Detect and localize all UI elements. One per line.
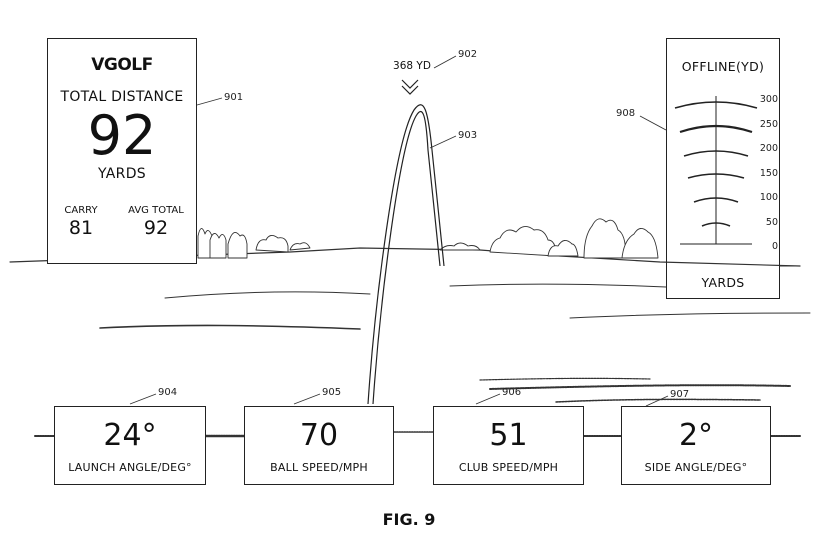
- side-angle-panel: 2° SIDE ANGLE/DEG°: [621, 406, 771, 485]
- offline-scale-tick-label: 250: [759, 118, 778, 130]
- offline-scale-tick-label: 200: [759, 143, 778, 154]
- ref-904: 904: [158, 387, 178, 398]
- launch-angle-label: LAUNCH ANGLE/DEG°: [68, 461, 192, 474]
- ball-speed-value: 70: [299, 418, 339, 453]
- total-distance-unit: YARDS: [98, 166, 146, 182]
- offline-unit: YARDS: [701, 275, 745, 290]
- tree-line: [197, 218, 659, 259]
- club-speed-value: 51: [489, 418, 528, 453]
- ball-speed-panel: 70 BALL SPEED/MPH: [244, 406, 394, 485]
- carry-label: CARRY: [64, 205, 98, 216]
- vgolf-logo: VGOLF: [91, 55, 153, 75]
- offline-panel: OFFLINE(YD) YARDS: [666, 38, 780, 299]
- offline-scale-tick-label: 150: [759, 167, 778, 179]
- club-speed-panel: 51 CLUB SPEED/MPH: [433, 406, 584, 485]
- ref-907: 907: [670, 389, 690, 400]
- launch-angle-value: 24°: [103, 418, 157, 453]
- ref-908: 908: [616, 108, 636, 119]
- offline-scale-tick-label: 300: [759, 94, 778, 105]
- apex-distance-label: 368 YD: [393, 60, 431, 72]
- ref-906: 906: [502, 387, 522, 398]
- offline-scale-tick-label: 0: [771, 241, 778, 252]
- launch-angle-panel: 24° LAUNCH ANGLE/DEG°: [54, 406, 206, 485]
- ref-905: 905: [322, 387, 342, 398]
- offline-scale-tick-label: 50: [765, 216, 778, 228]
- ball-speed-label: BALL SPEED/MPH: [270, 461, 368, 474]
- total-distance-panel: VGOLF TOTAL DISTANCE 92 YARDS CARRY AVG …: [47, 38, 197, 264]
- apex-chevron-icon: [401, 79, 419, 95]
- avg-total-value: 92: [143, 217, 169, 239]
- total-distance-label: TOTAL DISTANCE: [60, 89, 184, 105]
- ball-trajectory: [367, 104, 445, 405]
- side-angle-label: SIDE ANGLE/DEG°: [644, 461, 748, 474]
- offline-scale: [674, 96, 758, 245]
- side-angle-value: 2°: [678, 418, 714, 453]
- offline-scale-tick-label: 100: [759, 192, 778, 203]
- carry-value: 81: [68, 217, 94, 239]
- figure-caption: FIG. 9: [382, 510, 436, 529]
- ref-902: 902: [458, 49, 478, 60]
- total-distance-value: 92: [87, 104, 157, 167]
- club-speed-label: CLUB SPEED/MPH: [458, 461, 559, 474]
- ref-903: 903: [458, 130, 478, 141]
- ref-901: 901: [224, 92, 244, 103]
- offline-title: OFFLINE(YD): [681, 59, 765, 74]
- reference-leaders: [129, 55, 669, 407]
- avg-total-label: AVG TOTAL: [128, 205, 184, 216]
